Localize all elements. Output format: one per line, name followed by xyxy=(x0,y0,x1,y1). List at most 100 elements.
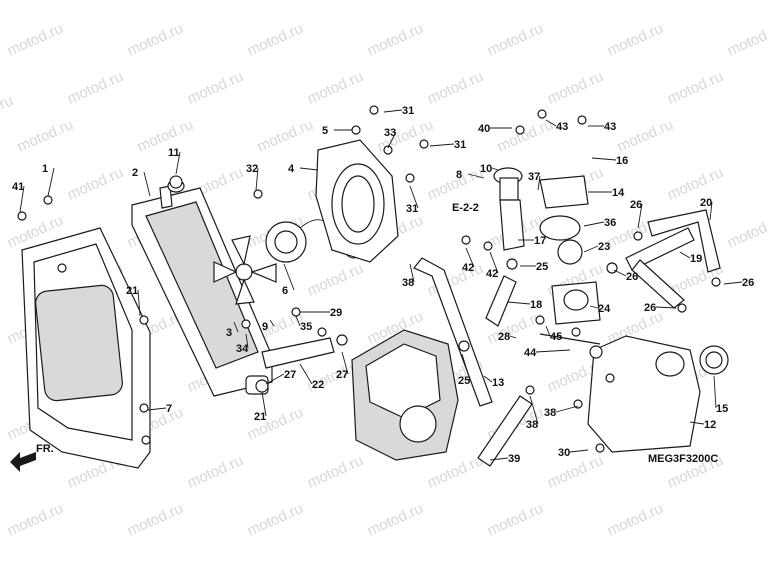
callout-number: 44 xyxy=(524,347,537,359)
callout-leader xyxy=(143,171,151,197)
watermark-text: motod.ru xyxy=(65,164,126,204)
watermark-text: motod.ru xyxy=(605,500,666,540)
callout-leader xyxy=(507,301,531,305)
watermark-text: motod.ru xyxy=(5,500,66,540)
callout-leader xyxy=(509,335,517,339)
engine-block xyxy=(351,329,459,461)
callout-number: 8 xyxy=(456,169,462,181)
callout-number: 25 xyxy=(458,375,470,387)
watermark-text: motod.ru xyxy=(255,116,316,156)
callout-leader xyxy=(233,321,239,333)
callout-number: 9 xyxy=(262,321,268,333)
callout-number: 43 xyxy=(556,121,568,133)
fan-motor xyxy=(265,219,379,263)
callout-number: 18 xyxy=(530,299,542,311)
callout-number: 20 xyxy=(700,197,712,209)
front-arrow-icon xyxy=(10,452,36,472)
cooling-fan xyxy=(213,235,277,305)
callout-number: 45 xyxy=(550,331,562,343)
callout-leader xyxy=(147,407,167,411)
callout-number: 42 xyxy=(462,262,474,274)
watermark-text: motod.ru xyxy=(725,20,768,60)
callout-leader xyxy=(429,143,455,147)
section-reference: E-2-2 xyxy=(452,202,479,214)
diagram-code: MEG3F3200C xyxy=(648,453,718,465)
watermark-text: motod.ru xyxy=(245,404,306,444)
callout-number: 41 xyxy=(12,181,24,193)
watermark-text: motod.ru xyxy=(485,20,546,60)
callout-leader xyxy=(299,167,319,171)
watermark-text: motod.ru xyxy=(545,452,606,492)
front-marker: FR. xyxy=(10,443,54,472)
callout-number: 40 xyxy=(478,123,490,135)
watermark-text: motod.ru xyxy=(125,500,186,540)
callout-leader xyxy=(387,131,397,149)
callout-number: 37 xyxy=(528,171,540,183)
callout-number: 22 xyxy=(312,379,324,391)
watermark-text: motod.ru xyxy=(425,68,486,108)
callout-leader xyxy=(175,151,181,175)
callout-number: 6 xyxy=(282,285,288,297)
watermark-text: motod.ru xyxy=(0,92,16,132)
callout-leader xyxy=(461,353,471,381)
watermark-text: motod.ru xyxy=(245,500,306,540)
watermark-text: motod.ru xyxy=(365,500,426,540)
callout-leader xyxy=(489,251,499,274)
watermark-text: motod.ru xyxy=(305,68,366,108)
callout-leader xyxy=(689,421,705,425)
callout-number: 30 xyxy=(558,447,570,459)
callout-leader xyxy=(137,289,141,317)
callout-number: 16 xyxy=(616,155,628,167)
callout-leader xyxy=(465,247,475,268)
callout-leader xyxy=(489,457,509,461)
callout-number: 13 xyxy=(492,377,504,389)
callout-number: 19 xyxy=(690,253,702,265)
callout-leader xyxy=(709,201,713,221)
callout-number: 3 xyxy=(226,327,232,339)
reserve-tank xyxy=(587,335,729,453)
callout-number: 24 xyxy=(598,303,611,315)
callout-number: 29 xyxy=(330,307,342,319)
watermark-text: motod.ru xyxy=(5,20,66,60)
callout-leader xyxy=(409,185,419,209)
callout-leader xyxy=(383,109,403,113)
callout-number: 26 xyxy=(742,277,754,289)
callout-leader xyxy=(255,167,259,191)
callout-number: 35 xyxy=(300,321,312,333)
callout-leader xyxy=(47,167,55,197)
callout-number: 27 xyxy=(284,369,296,381)
watermark-text: motod.ru xyxy=(135,116,196,156)
callout-leader xyxy=(679,251,691,259)
callout-number: 10 xyxy=(480,163,492,175)
callout-leader xyxy=(589,305,599,309)
callout-leader xyxy=(569,449,589,453)
callout-number: 28 xyxy=(498,331,510,343)
watermark-text: motod.ru xyxy=(305,260,366,300)
callout-number: 15 xyxy=(716,403,728,415)
callout-leader xyxy=(483,375,493,383)
radiator xyxy=(131,179,273,397)
callout-leader xyxy=(723,281,743,285)
callout-leader xyxy=(261,391,267,417)
callout-number: 34 xyxy=(236,343,249,355)
callout-leader xyxy=(655,306,677,309)
watermark-text: motod.ru xyxy=(495,116,556,156)
callout-leader xyxy=(491,167,499,171)
watermark-text: motod.ru xyxy=(665,164,726,204)
watermark-text: motod.ru xyxy=(725,212,768,252)
callout-leader xyxy=(583,245,599,253)
front-label: FR. xyxy=(36,443,54,455)
callout-leader xyxy=(591,157,617,161)
callout-leader xyxy=(545,325,551,337)
callout-number: 31 xyxy=(402,105,414,117)
callout-number: 38 xyxy=(526,419,538,431)
callout-number: 21 xyxy=(126,285,138,297)
callout-number: 26 xyxy=(644,302,656,314)
callout-leader xyxy=(409,263,415,283)
callout-number: 42 xyxy=(486,268,498,280)
callout-leader xyxy=(299,363,313,385)
watermark-text: motod.ru xyxy=(485,500,546,540)
callout-leader xyxy=(341,351,349,375)
